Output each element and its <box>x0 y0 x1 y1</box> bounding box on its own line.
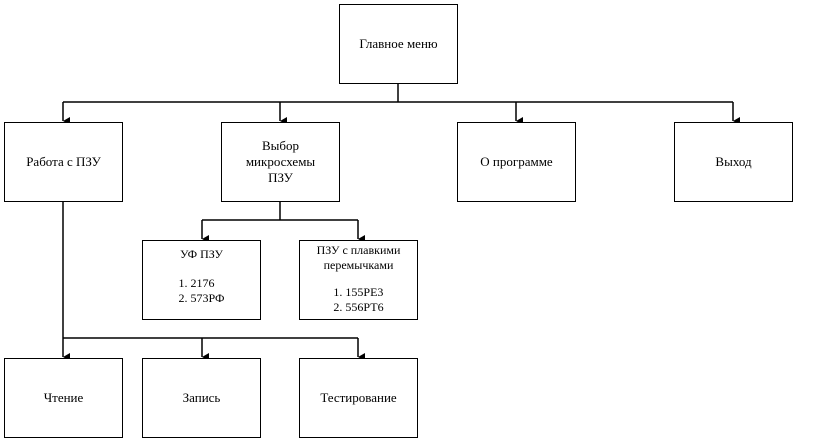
exit-node: Выход <box>674 122 793 202</box>
uv-rom-heading: УФ ПЗУ <box>180 247 223 261</box>
chip-select-label: Выбор микросхемы ПЗУ <box>245 138 316 185</box>
uv-rom-node: УФ ПЗУ 1. 2176 2. 573РФ <box>142 240 261 320</box>
write-label: Запись <box>182 390 221 405</box>
fuse-rom-chip-list: 1. 155РЕ3 2. 556РТ6 <box>333 285 383 315</box>
read-node: Чтение <box>4 358 123 438</box>
read-label: Чтение <box>43 390 84 405</box>
about-node: О программе <box>457 122 576 202</box>
exit-label: Выход <box>715 154 752 169</box>
chip-select-node: Выбор микросхемы ПЗУ <box>221 122 340 202</box>
fuse-rom-node: ПЗУ с плавкими перемычками 1. 155РЕ3 2. … <box>299 240 418 320</box>
write-node: Запись <box>142 358 261 438</box>
chip-list-item: 2. 573РФ <box>178 291 225 305</box>
chip-list-item: 2. 556РТ6 <box>333 300 384 314</box>
chip-list-item: 1. 2176 <box>178 276 215 290</box>
about-label: О программе <box>480 154 553 169</box>
chip-list-item: 1. 155РЕ3 <box>333 285 384 299</box>
rom-work-node: Работа с ПЗУ <box>4 122 123 202</box>
test-label: Тестирование <box>320 390 397 405</box>
fuse-rom-heading: ПЗУ с плавкими перемычками <box>316 243 401 272</box>
uv-rom-chip-list: 1. 2176 2. 573РФ <box>179 276 225 306</box>
main-menu-node: Главное меню <box>339 4 458 84</box>
main-menu-label: Главное меню <box>359 36 438 51</box>
rom-work-label: Работа с ПЗУ <box>26 154 101 169</box>
test-node: Тестирование <box>299 358 418 438</box>
